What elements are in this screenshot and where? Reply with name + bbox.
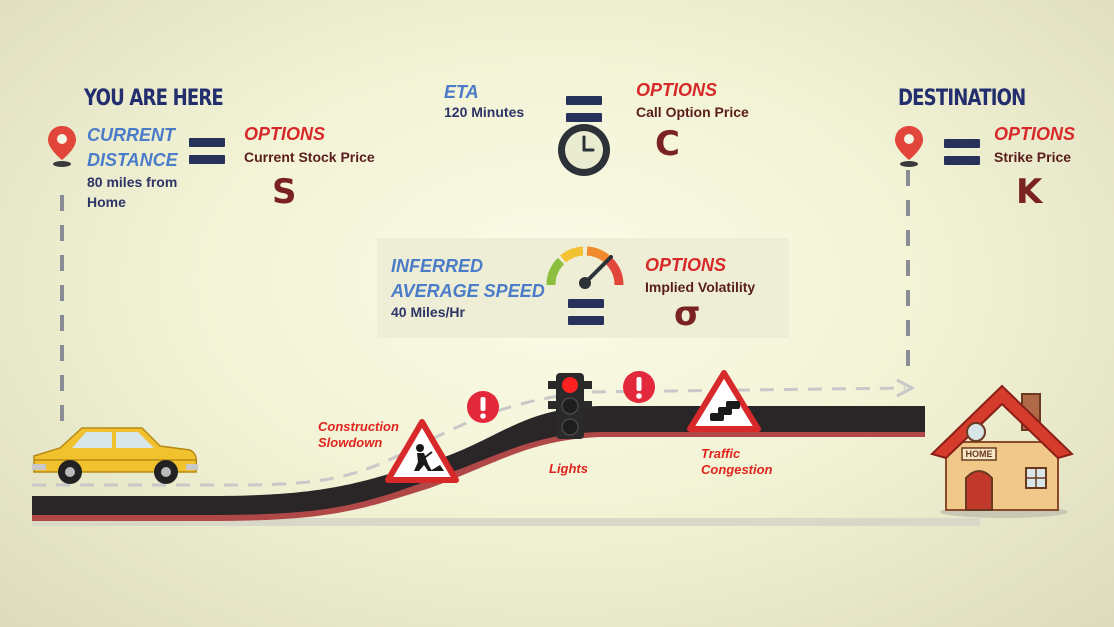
home-sign: HOME xyxy=(965,449,993,459)
strike-price-title: Strike Price xyxy=(994,149,1072,165)
you-are-here-heading: YOU ARE HERE xyxy=(84,86,224,111)
implied-volatility-title: Implied Volatility xyxy=(645,279,756,295)
options-label-stock: OPTIONS xyxy=(244,124,326,144)
eta-label: ETA xyxy=(444,82,479,102)
options-label-strike: OPTIONS xyxy=(994,124,1076,144)
current-distance-label: CURRENT DISTANCE xyxy=(87,123,178,173)
inferred-speed-label: INFERRED AVERAGE SPEED xyxy=(391,254,545,304)
strike-symbol: K xyxy=(1016,172,1043,212)
traffic-light-icon xyxy=(548,373,592,439)
construction-label: Construction Slowdown xyxy=(318,419,399,451)
options-label-call: OPTIONS xyxy=(636,80,718,100)
inferred-speed-line2: AVERAGE SPEED xyxy=(391,281,545,301)
current-distance-line2: DISTANCE xyxy=(87,150,178,170)
current-distance-detail: 80 miles from Home xyxy=(87,172,177,212)
current-distance-detail-line1: 80 miles from xyxy=(87,174,178,190)
speed-detail: 40 Miles/Hr xyxy=(391,304,465,320)
call-option-price-title: Call Option Price xyxy=(636,104,749,120)
eta-detail: 120 Minutes xyxy=(444,104,525,120)
options-label-volatility: OPTIONS xyxy=(645,255,727,275)
current-distance-detail-line2: Home xyxy=(87,194,126,210)
traffic-congestion-sign-icon xyxy=(687,370,761,432)
car-icon xyxy=(32,427,198,484)
stock-symbol: S xyxy=(272,172,297,212)
traffic-line2: Congestion xyxy=(701,462,773,477)
construction-line1: Construction xyxy=(318,419,399,434)
traffic-label: Traffic Congestion xyxy=(701,446,773,478)
stopwatch-icon xyxy=(558,124,610,176)
equals-icon xyxy=(189,138,225,164)
inferred-speed-line1: INFERRED xyxy=(391,256,484,276)
warning-icon xyxy=(467,391,499,423)
warning-icon xyxy=(623,371,655,403)
house-icon xyxy=(930,384,1074,518)
destination-heading: DESTINATION xyxy=(898,86,1026,111)
route-dashed-line xyxy=(32,386,906,487)
traffic-line1: Traffic xyxy=(701,446,741,461)
lights-label: Lights xyxy=(549,461,588,476)
current-distance-line1: CURRENT xyxy=(87,125,175,145)
equals-icon xyxy=(568,299,604,325)
equals-icon xyxy=(944,139,980,165)
construction-sign-icon xyxy=(385,419,459,483)
volatility-symbol: σ xyxy=(674,294,701,334)
speedometer-icon xyxy=(546,246,624,289)
location-pin-icon xyxy=(895,126,923,167)
location-pin-icon xyxy=(48,126,76,167)
construction-line2: Slowdown xyxy=(318,435,383,450)
current-stock-price-title: Current Stock Price xyxy=(244,149,375,165)
equals-icon xyxy=(566,96,602,122)
call-symbol: C xyxy=(655,124,680,164)
route-arrow-head xyxy=(896,378,916,398)
road xyxy=(32,406,925,515)
